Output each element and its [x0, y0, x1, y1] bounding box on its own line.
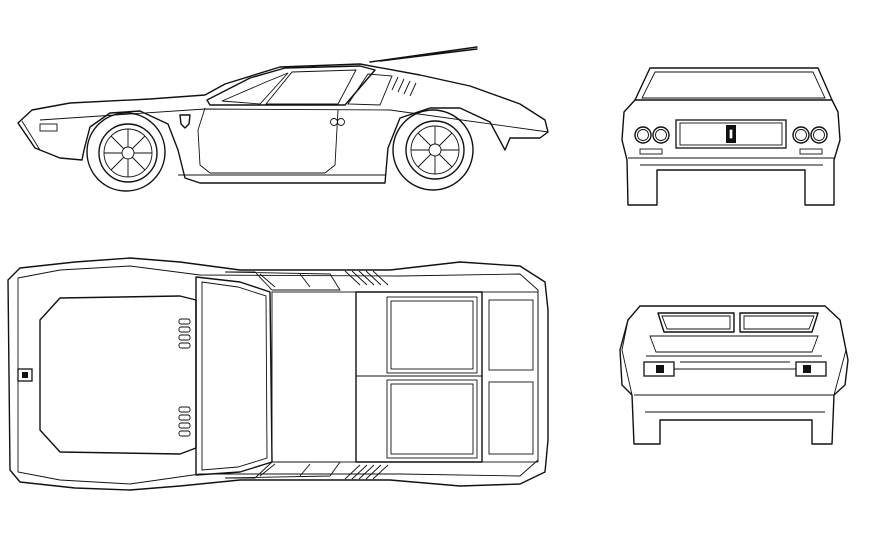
side-emblem-icon: [179, 114, 191, 129]
front-nose-line: [17, 120, 41, 151]
front-roof-outline: [634, 67, 833, 101]
engine-window-top: [386, 296, 478, 374]
hood-vents-upper: [178, 318, 191, 349]
side-body-outline: [17, 63, 549, 184]
top-side-windows-lower: [224, 461, 341, 479]
top-louvers-lower: [344, 464, 389, 480]
door-handle: [330, 118, 338, 126]
top-nose-badge-mark: [22, 372, 28, 378]
rear-window-left-inner: [661, 315, 731, 330]
front-windshield: [641, 71, 826, 99]
rear-window-right: [739, 312, 819, 333]
engine-window-bottom-inner: [390, 383, 474, 455]
engine-window-top-inner: [390, 300, 474, 370]
headlight-left: [634, 126, 670, 144]
front-wheel: [86, 112, 166, 192]
plan-view: [7, 257, 549, 491]
top-windshield-inner: [201, 281, 268, 471]
rear-fin-right: [833, 319, 847, 396]
front-side-marker: [39, 123, 58, 132]
rear-tail-panel: [674, 361, 796, 370]
rear-boot-panel-top: [488, 299, 534, 371]
rear-boot-panel-bottom: [488, 381, 534, 455]
rear-window-left: [657, 312, 735, 333]
top-roof-panel: [271, 291, 357, 463]
side-elevation-view: [17, 46, 549, 192]
side-window-frame: [206, 65, 376, 106]
rear-boot-outer: [481, 291, 539, 463]
side-louvers: [391, 76, 417, 97]
rear-elevation-view: [619, 305, 849, 445]
taillight-right: [795, 361, 827, 377]
rear-wheel: [392, 109, 474, 191]
front-indicator-right: [799, 148, 823, 155]
hood-vents-lower: [178, 406, 191, 437]
front-bumper-line: [628, 157, 834, 166]
taillight-left: [643, 361, 675, 377]
front-elevation-view: [621, 67, 841, 206]
front-body-outline: [621, 99, 841, 206]
top-side-windows-upper: [224, 271, 341, 291]
front-indicator-left: [639, 148, 663, 155]
side-door-outline: [197, 107, 339, 174]
rear-bumper-line: [634, 394, 834, 413]
top-windshield: [195, 276, 273, 476]
engine-cover: [355, 291, 483, 463]
antenna: [369, 46, 478, 63]
side-window-front: [221, 72, 289, 105]
side-waist-line: [39, 108, 549, 133]
front-hood-panel: [39, 295, 197, 455]
engine-window-bottom: [386, 379, 478, 459]
fuel-cap: [337, 118, 345, 126]
front-grille-inner: [679, 122, 783, 146]
top-inner-outline: [17, 265, 539, 485]
side-window-rear: [347, 73, 393, 106]
top-louvers-upper: [344, 270, 389, 286]
rear-window-right-inner: [743, 315, 815, 330]
headlight-right: [792, 126, 828, 144]
rear-fin-left: [621, 319, 633, 396]
side-window-main: [265, 69, 357, 105]
front-badge-inner: [728, 128, 734, 140]
rear-engine-opening: [649, 335, 819, 353]
top-body-outline: [7, 257, 549, 491]
